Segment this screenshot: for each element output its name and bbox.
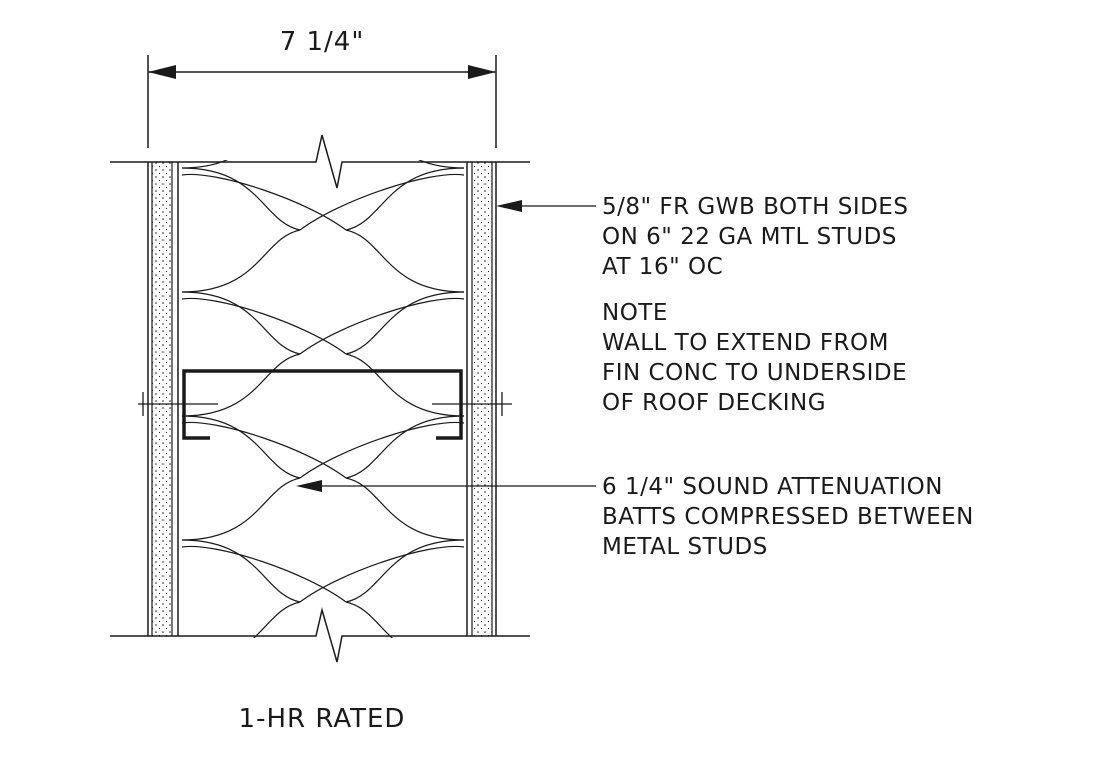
- dimension-label: 7 1/4": [280, 27, 365, 57]
- leader-gwb: [496, 200, 596, 212]
- right-gwb-layers: [466, 162, 497, 636]
- gwb-note-line-1: 5/8" FR GWB BOTH SIDES: [602, 194, 908, 220]
- extent-note-line-1: WALL TO EXTEND FROM: [602, 330, 889, 356]
- insulation-note-line-2: BATTS COMPRESSED BETWEEN: [602, 504, 974, 530]
- bottom-break-line: [110, 607, 530, 663]
- insulation-note-line-3: METAL STUDS: [602, 534, 768, 560]
- rating-label: 1-HR RATED: [239, 704, 406, 734]
- top-break-line: [110, 134, 530, 189]
- gwb-note: 5/8" FR GWB BOTH SIDES ON 6" 22 GA MTL S…: [602, 194, 908, 280]
- gwb-note-line-3: AT 16" OC: [602, 254, 723, 280]
- leader-insulation: [296, 480, 596, 492]
- extent-note-line-3: OF ROOF DECKING: [602, 390, 826, 416]
- dimension-arrow-left: [148, 65, 176, 79]
- extent-note-heading: NOTE: [602, 300, 668, 326]
- screw-fasteners: [138, 392, 512, 416]
- insulation-note-line-1: 6 1/4" SOUND ATTENUATION: [602, 474, 943, 500]
- left-gwb-stipple: [152, 162, 172, 636]
- extent-note: NOTE WALL TO EXTEND FROM FIN CONC TO UND…: [602, 300, 907, 416]
- break-lines: [110, 134, 530, 663]
- right-gwb-stipple: [472, 162, 492, 636]
- extent-note-line-2: FIN CONC TO UNDERSIDE: [602, 360, 907, 386]
- insulation-note: 6 1/4" SOUND ATTENUATION BATTS COMPRESSE…: [602, 474, 974, 560]
- gwb-note-line-2: ON 6" 22 GA MTL STUDS: [602, 224, 897, 250]
- width-dimension: 7 1/4": [147, 27, 497, 148]
- left-gwb-layers: [147, 162, 179, 636]
- metal-stud: [182, 369, 463, 440]
- batt-crossing-loops: [181, 173, 465, 603]
- dimension-arrow-right: [468, 65, 496, 79]
